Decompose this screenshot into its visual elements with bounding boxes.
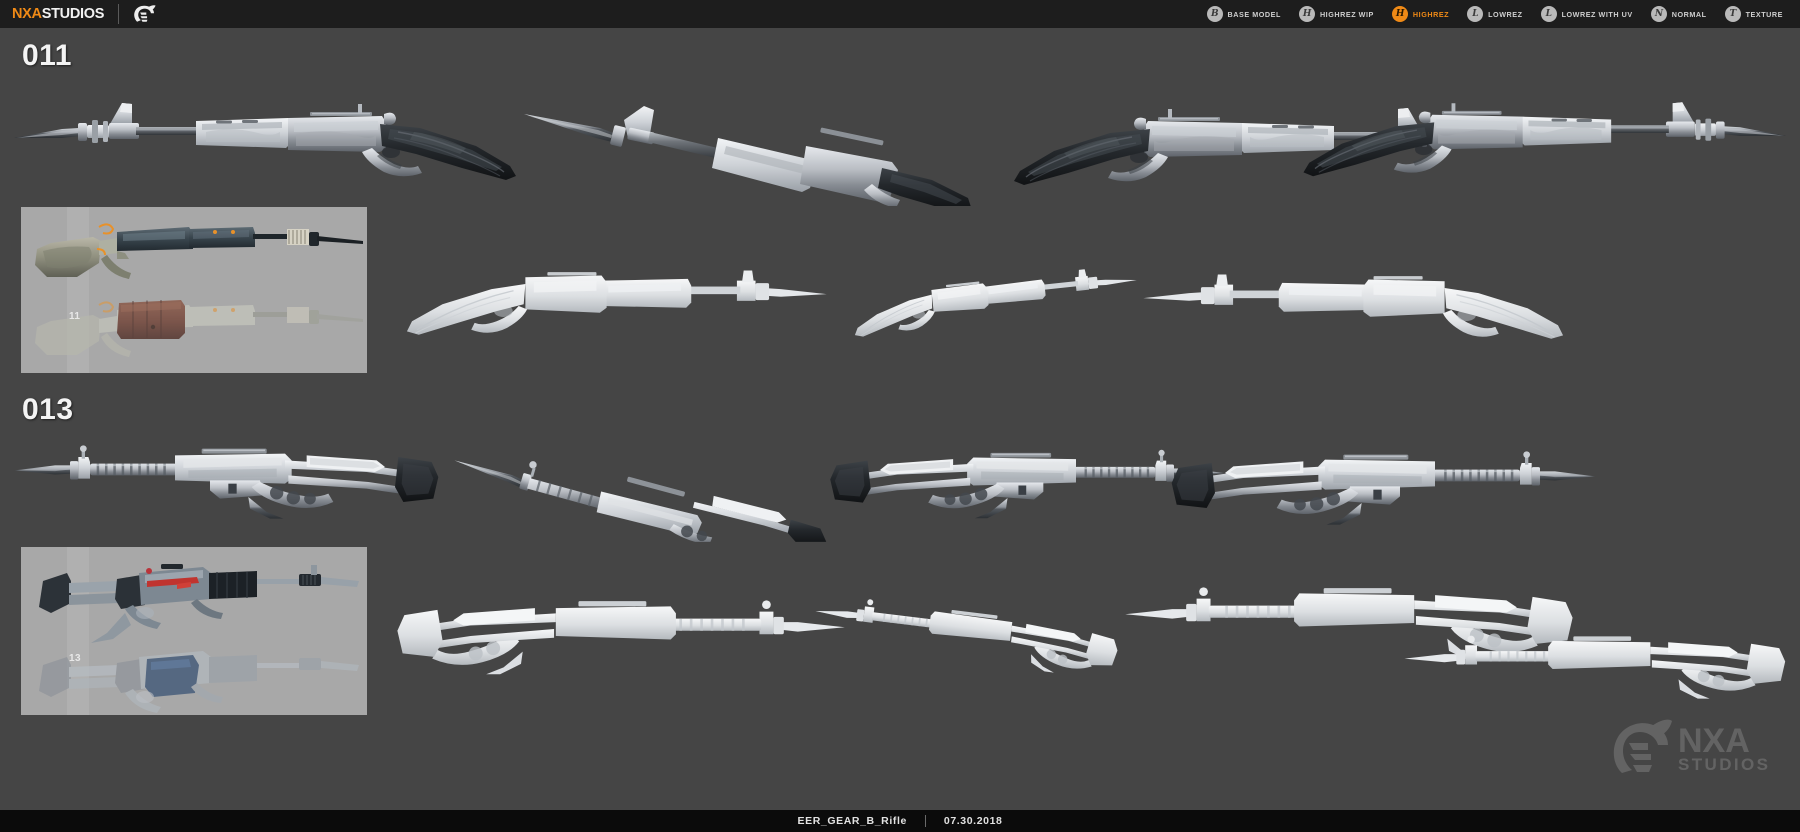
section-label-011: 011 bbox=[22, 39, 72, 72]
nav-label-highrez-wip: HIGHREZ WIP bbox=[1319, 9, 1374, 19]
lowrez-badge-icon: L bbox=[1467, 6, 1484, 22]
highrez-wip-badge-icon: H bbox=[1298, 6, 1315, 22]
watermark-secondary: STUDIOS bbox=[1678, 755, 1771, 775]
brand-logo[interactable]: NXASTUDIOS bbox=[0, 0, 157, 28]
nav-label-normal: NORMAL bbox=[1671, 9, 1707, 19]
render-011-clay-reverse bbox=[1140, 244, 1580, 354]
render-011-three-quarter-view bbox=[520, 76, 1040, 206]
nav-item-base-model[interactable]: B BASE MODEL bbox=[1198, 0, 1290, 28]
reference-panel-013[interactable]: 13 bbox=[21, 547, 367, 715]
render-013-clay-detail bbox=[1400, 606, 1800, 726]
concept-art-013 bbox=[39, 564, 359, 713]
nav-item-highrez-wip[interactable]: H HIGHREZ WIP bbox=[1290, 0, 1383, 28]
render-013-clay-angled bbox=[810, 566, 1130, 706]
nav-label-base-model: BASE MODEL bbox=[1227, 9, 1281, 19]
render-011-clay-angled bbox=[840, 236, 1140, 356]
brand-name-secondary: STUDIOS bbox=[41, 5, 105, 22]
watermark-primary: NXA bbox=[1678, 721, 1750, 760]
nav-label-highrez: HIGHREZ bbox=[1412, 9, 1450, 19]
footer-divider bbox=[924, 815, 926, 827]
site-header: NXASTUDIOS B BASE MODEL H HIGHREZ W bbox=[0, 0, 1800, 28]
nav-label-lowrez: LOWREZ bbox=[1488, 9, 1523, 19]
render-011-mirrored-side-view bbox=[1290, 78, 1790, 188]
nav-item-lowrez-with-uv[interactable]: L LOWREZ WITH UV bbox=[1532, 0, 1642, 28]
section-label-013: 013 bbox=[22, 393, 74, 426]
nav-item-lowrez[interactable]: L LOWREZ bbox=[1458, 0, 1531, 28]
nav-item-normal[interactable]: N NORMAL bbox=[1642, 0, 1716, 28]
asset-name-label: EER_GEAR_B_Rifle bbox=[797, 815, 907, 827]
watermark-text: NXA STUDIOS bbox=[1678, 721, 1771, 775]
render-013-three-quarter-view bbox=[450, 420, 850, 560]
render-011-side-view bbox=[10, 80, 530, 190]
nav-item-highrez[interactable]: H HIGHREZ bbox=[1383, 0, 1458, 28]
spartan-helmet-icon bbox=[1613, 719, 1672, 773]
texture-badge-icon: T bbox=[1724, 6, 1741, 22]
render-013-side-view bbox=[10, 422, 460, 542]
brand-divider bbox=[118, 4, 120, 24]
base-model-badge-icon: B bbox=[1206, 6, 1223, 22]
normal-badge-icon: N bbox=[1650, 6, 1667, 22]
artwork-stage: 011 bbox=[0, 28, 1800, 810]
reference-number-013: 13 bbox=[69, 653, 81, 664]
highrez-badge-icon: H bbox=[1391, 6, 1408, 22]
render-013-mirrored-view bbox=[1150, 428, 1600, 548]
view-mode-nav: B BASE MODEL H HIGHREZ WIP H HIGHREZ L L… bbox=[1198, 0, 1792, 28]
page-footer: EER_GEAR_B_Rifle 07.30.2018 bbox=[0, 810, 1800, 832]
brand-wordmark: NXASTUDIOS bbox=[12, 7, 104, 22]
concept-art-011 bbox=[35, 223, 363, 357]
nav-label-texture: TEXTURE bbox=[1745, 9, 1783, 19]
render-013-clay-side bbox=[380, 576, 850, 696]
reference-panel-011[interactable]: 11 bbox=[21, 207, 367, 373]
brand-name-primary: NXA bbox=[12, 5, 42, 22]
nav-item-texture[interactable]: T TEXTURE bbox=[1716, 0, 1792, 28]
nav-label-lowrez-with-uv: LOWREZ WITH UV bbox=[1561, 9, 1633, 19]
lowrez-uv-badge-icon: L bbox=[1540, 6, 1557, 22]
reference-number-011: 11 bbox=[69, 311, 81, 322]
render-011-clay-side bbox=[390, 240, 830, 350]
date-label: 07.30.2018 bbox=[943, 815, 1003, 827]
spartan-helmet-icon bbox=[134, 5, 156, 22]
